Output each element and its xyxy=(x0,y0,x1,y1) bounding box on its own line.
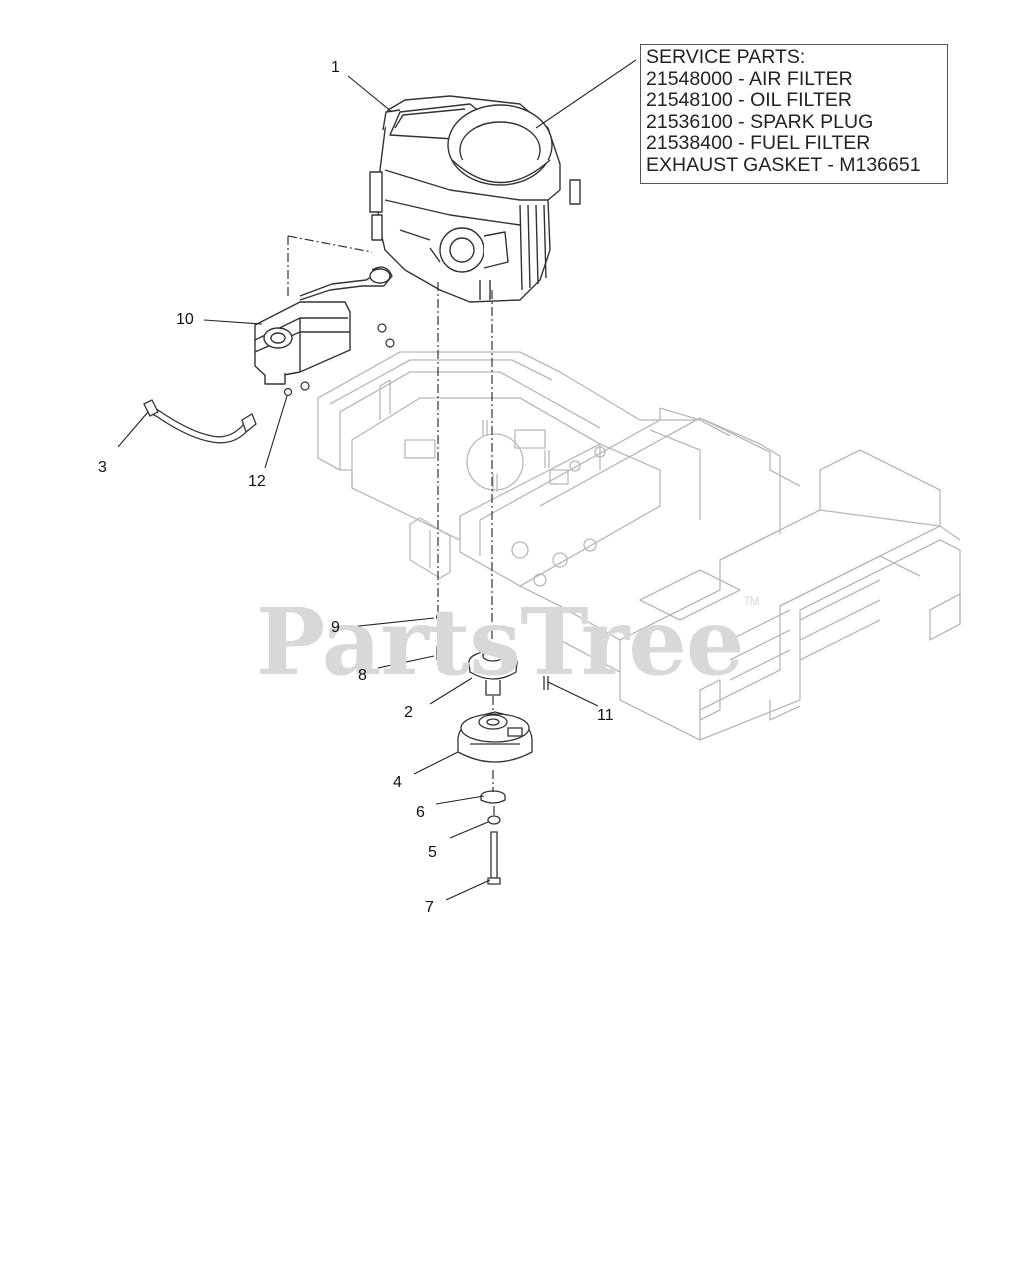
watermark-text: PartsTree xyxy=(256,588,744,696)
callout-2[interactable]: 2 xyxy=(404,704,413,721)
service-part-spark-plug: 21536100 - SPARK PLUG xyxy=(646,110,874,133)
watermark-mark: TM xyxy=(743,594,759,608)
callout-3[interactable]: 3 xyxy=(98,459,107,476)
service-part-fuel-filter: 21538400 - FUEL FILTER xyxy=(646,132,871,155)
service-part-air-filter: 21548000 - AIR FILTER xyxy=(646,67,853,90)
service-parts-box: SERVICE PARTS: 21548000 - AIR FILTER 215… xyxy=(640,44,948,184)
callout-6[interactable]: 6 xyxy=(416,804,425,821)
muffler xyxy=(254,266,393,385)
engine xyxy=(369,95,581,303)
callout-4[interactable]: 4 xyxy=(393,774,402,791)
service-part-exhaust-gasket: EXHAUST GASKET - M136651 xyxy=(646,153,921,176)
leader-lines xyxy=(117,59,637,901)
pto-clutch-stack xyxy=(435,612,549,885)
callout-11[interactable]: 11 xyxy=(597,707,614,724)
watermark: PartsTreeTM xyxy=(256,588,760,696)
callout-5[interactable]: 5 xyxy=(428,844,437,861)
callout-10[interactable]: 10 xyxy=(176,311,194,328)
callout-7[interactable]: 7 xyxy=(425,899,434,916)
service-part-oil-filter: 21548100 - OIL FILTER xyxy=(646,89,852,112)
callout-12[interactable]: 12 xyxy=(248,473,266,490)
alignment-lines xyxy=(287,235,495,816)
frame-chassis xyxy=(317,351,961,741)
callout-1[interactable]: 1 xyxy=(331,59,340,76)
callout-9[interactable]: 9 xyxy=(331,619,340,636)
service-parts-heading: SERVICE PARTS: xyxy=(646,46,806,68)
callout-8[interactable]: 8 xyxy=(358,667,367,684)
fuel-line xyxy=(143,399,257,444)
nuts xyxy=(283,323,395,397)
